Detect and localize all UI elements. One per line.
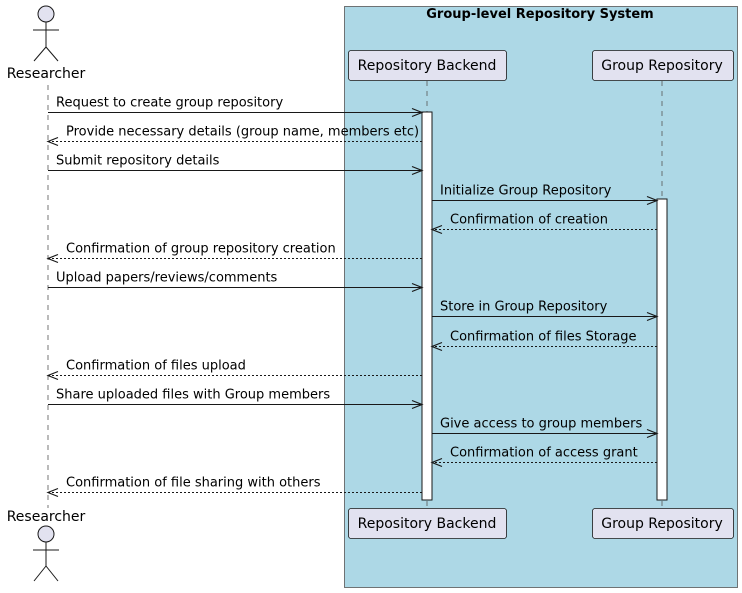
message-arrow: Confirmation of files upload [46,359,422,381]
arrowhead-icon [411,282,424,293]
arrowhead-icon [46,487,59,498]
participant-group-repository-bottom: Group Repository [592,508,734,539]
message-arrow: Confirmation of access grant [430,446,657,468]
message-arrow: Request to create group repository [48,96,424,118]
message-label: Share uploaded files with Group members [56,388,330,403]
messages-group: Request to create group repositoryProvid… [46,96,659,498]
arrowhead-icon [411,399,424,410]
participant-group-repository-top: Group Repository [592,50,734,81]
arrowhead-icon [46,253,59,264]
message-label: Initialize Group Repository [440,184,612,199]
arrowhead-icon [46,136,59,147]
message-label: Confirmation of creation [450,213,608,228]
stick-figure-icon [33,5,59,62]
stick-figure-icon [33,525,59,582]
system-boundary-title: Group-level Repository System [426,7,653,22]
message-arrow: Provide necessary details (group name, m… [46,125,422,147]
participant-repository-backend-bottom: Repository Backend [348,508,507,539]
arrowhead-icon [411,107,424,118]
message-label: Request to create group repository [56,96,283,111]
system-boundary-box [344,6,738,588]
message-label: Confirmation of access grant [450,446,638,461]
arrowhead-icon [646,428,659,439]
message-label: Confirmation of files upload [66,359,246,374]
participant-group-repository-label: Group Repository [601,516,723,532]
arrowhead-icon [46,370,59,381]
actor-researcher-label: Researcher [7,509,86,525]
arrowhead-icon [646,195,659,206]
participant-repository-backend-label: Repository Backend [358,516,497,532]
message-label: Provide necessary details (group name, m… [66,125,419,140]
message-label: Confirmation of files Storage [450,330,636,345]
message-arrow: Confirmation of group repository creatio… [46,242,422,264]
arrowhead-icon [430,457,443,468]
activation-bar-group-repository [656,198,668,501]
arrowhead-icon [430,341,443,352]
message-label: Store in Group Repository [440,300,608,315]
message-label: Confirmation of group repository creatio… [66,242,336,257]
message-arrow: Store in Group Repository [432,300,659,322]
arrowhead-icon [646,311,659,322]
message-arrow: Give access to group members [432,417,659,439]
message-arrow: Initialize Group Repository [432,184,659,206]
actor-researcher-top: Researcher [7,5,86,82]
message-arrow: Share uploaded files with Group members [48,388,424,410]
message-arrow: Confirmation of files Storage [430,330,657,352]
arrowhead-icon [411,165,424,176]
arrowhead-icon [430,224,443,235]
message-arrow: Confirmation of file sharing with others [46,476,422,498]
message-label: Submit repository details [56,154,220,169]
message-label: Give access to group members [440,417,642,432]
message-label: Confirmation of file sharing with others [66,476,321,491]
message-arrow: Confirmation of creation [430,213,657,235]
activation-bar-repository-backend [421,111,433,501]
participant-group-repository-label: Group Repository [601,58,723,74]
message-arrow: Upload papers/reviews/comments [48,271,424,293]
participant-repository-backend-label: Repository Backend [358,58,497,74]
actor-researcher-label: Researcher [7,66,86,82]
message-label: Upload papers/reviews/comments [56,271,278,286]
actor-researcher-bottom: Researcher [7,509,86,582]
participant-repository-backend-top: Repository Backend [348,50,507,81]
message-arrow: Submit repository details [48,154,424,176]
